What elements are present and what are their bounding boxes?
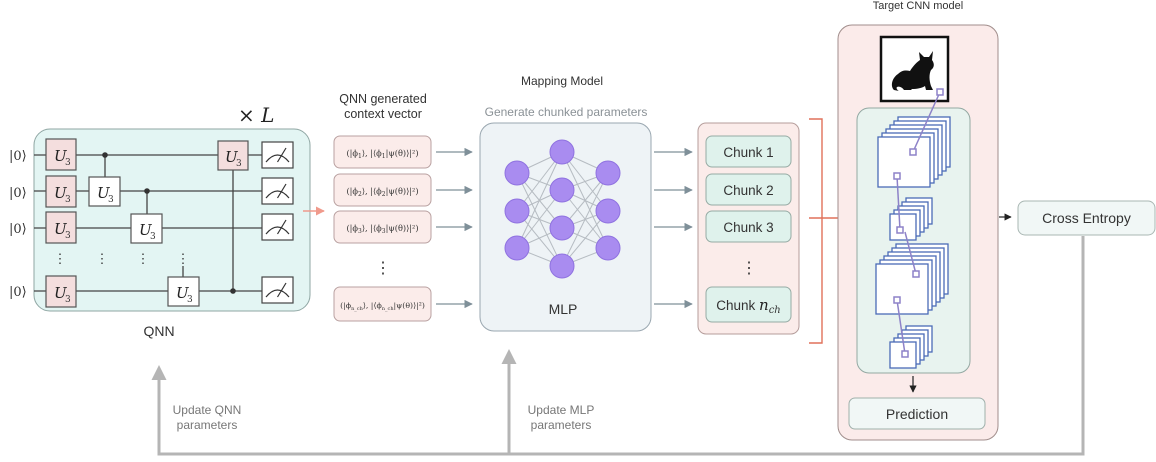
svg-text:3: 3 [65,231,71,241]
controlled-u3-gate: U 3 [217,140,249,171]
qnn-dots-1: ⋮ [54,251,67,266]
svg-text:U: U [54,284,68,302]
u3-gate: U 3 [45,275,77,308]
svg-text:3: 3 [236,159,242,169]
context-vector: QNN generated context vector (|ϕ1⟩, |⟨ϕ1… [333,92,432,322]
qnn-dots-3: ⋮ [137,251,150,266]
svg-text:(|ϕ3⟩, |⟨ϕ3|ψ(θ)⟩|²): (|ϕ3⟩, |⟨ϕ3|ψ(θ)⟩|²) [346,223,418,235]
target-cnn: Target CNN model [837,0,999,441]
svg-text:Chunk 1: Chunk 1 [723,145,773,160]
measurement-icon [261,276,294,304]
svg-text:Chunk 3: Chunk 3 [723,220,773,235]
mapping-model-title: Mapping Model [521,74,603,88]
feedback-lines [151,236,1085,456]
svg-text:U: U [54,147,68,165]
prediction-box [848,397,986,430]
measurement-icon [261,141,294,169]
measurement-icon [261,177,294,205]
chunk-item-last: Chunk nch [705,286,792,323]
svg-text:U: U [176,284,190,302]
svg-text:3: 3 [65,195,71,205]
svg-text:(|ϕn_ch⟩, |⟨ϕn_ch|ψ(θ)⟩|²): (|ϕn_ch⟩, |⟨ϕn_ch|ψ(θ)⟩|²) [340,301,425,312]
mapping-model-subtitle: Generate chunked parameters [485,105,648,119]
controlled-u3-gate: U 3 [88,176,121,207]
ket-0-wire-1: |0⟩ [9,149,27,164]
conv-layer-stack-1 [877,116,951,188]
update-qnn-label-line1: Update QNN [173,403,242,417]
chunks-panel: Chunk 1 Chunk 2 Chunk 3 ⋮ Chunk nch [697,122,800,335]
context-item: (|ϕ2⟩, |⟨ϕ2|ψ(θ)⟩|²) [333,173,432,207]
target-cnn-title: Target CNN model [873,0,963,12]
context-item: (|ϕn_ch⟩, |⟨ϕn_ch|ψ(θ)⟩|²) [333,286,432,322]
svg-text:(|ϕ2⟩, |⟨ϕ2|ψ(θ)⟩|²): (|ϕ2⟩, |⟨ϕ2|ψ(θ)⟩|²) [346,186,418,198]
ket-0-wire-2: |0⟩ [9,186,27,201]
mapping-model: Mapping Model Generate chunked parameter… [479,74,652,332]
context-item: (|ϕ1⟩, |⟨ϕ1|ψ(θ)⟩|²) [333,135,432,169]
chunks-dots: ⋮ [741,260,757,277]
cat-silhouette-icon [891,51,934,91]
chunk-item: Chunk 1 [705,135,792,168]
cross-entropy-box: Cross Entropy [1017,200,1156,236]
update-mlp-label-line1: Update MLP [528,403,595,417]
u3-gate: U 3 [45,175,77,208]
context-to-mlp-arrows [436,147,473,309]
svg-text:3: 3 [187,295,193,305]
svg-text:U: U [139,221,153,239]
repeat-layers-label: × L [238,103,274,127]
svg-text:U: U [54,184,68,202]
svg-text:U: U [225,148,239,166]
svg-text:3: 3 [108,195,114,205]
chunk-item: Chunk 3 [705,210,792,243]
update-qnn-label-line2: parameters [177,418,238,432]
qnn-dots-2: ⋮ [96,251,109,266]
update-mlp-label-line2: parameters [531,418,592,432]
context-dots: ⋮ [375,260,391,277]
cross-entropy-label: Cross Entropy [1042,210,1131,226]
prediction-label: Prediction [886,406,948,422]
kernel-connectors [893,88,944,358]
u3-gate: U 3 [45,138,77,171]
qnn-background [33,128,311,312]
svg-text:3: 3 [65,158,71,168]
context-item: (|ϕ3⟩, |⟨ϕ3|ψ(θ)⟩|²) [333,210,432,244]
svg-text:3: 3 [150,232,156,242]
u3-gate: U 3 [45,211,77,244]
ket-0-wire-4: |0⟩ [9,285,27,300]
context-title-line2: context vector [344,107,422,121]
mlp-label: MLP [549,301,578,317]
qnn-block: |0⟩ |0⟩ |0⟩ |0⟩ ⋮ ⋮ ⋮ ⋮ U [9,103,311,339]
svg-text:U: U [54,220,68,238]
svg-text:U: U [97,184,111,202]
conv-layer-stack-3 [875,243,949,315]
qnn-dots-4: ⋮ [177,251,190,266]
chunk-item: Chunk 2 [705,173,792,206]
mlp-to-chunks-arrows [654,147,693,309]
controlled-u3-gate: U 3 [130,213,163,244]
measurement-icon [261,213,294,241]
svg-text:3: 3 [65,295,71,305]
ket-0-wire-3: |0⟩ [9,222,27,237]
svg-text:Chunk nch: Chunk nch [716,296,781,316]
svg-text:Chunk 2: Chunk 2 [723,183,773,198]
context-title-line1: QNN generated [339,92,427,106]
control-dots [102,152,236,294]
qnn-label: QNN [143,323,174,339]
mlp-nodes [504,139,621,279]
controlled-u3-gate: U 3 [167,276,200,307]
svg-text:(|ϕ1⟩, |⟨ϕ1|ψ(θ)⟩|²): (|ϕ1⟩, |⟨ϕ1|ψ(θ)⟩|²) [346,148,418,160]
